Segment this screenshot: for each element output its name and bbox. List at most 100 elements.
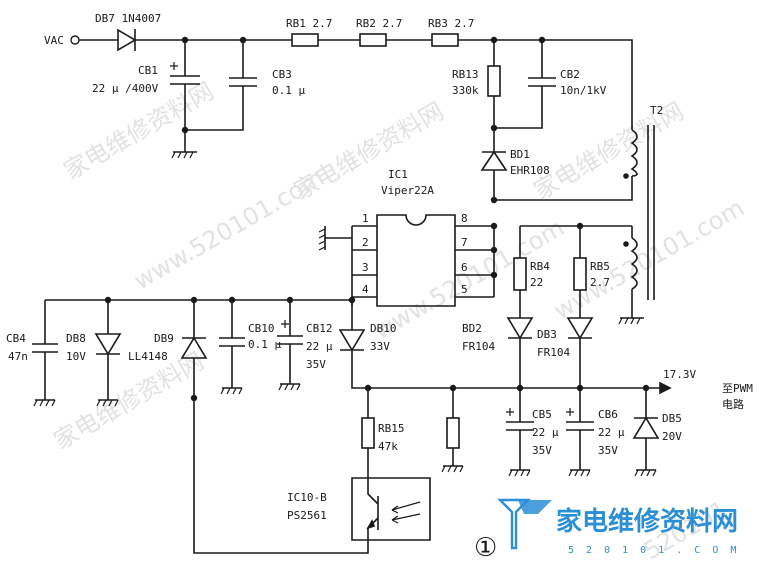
diode-bd2	[506, 317, 534, 388]
rb1-label: RB1 2.7	[286, 17, 332, 30]
ground-symbol	[171, 130, 197, 159]
pwm-label-line1: 至PWM	[722, 382, 753, 395]
cb4-value: 47n	[8, 350, 28, 363]
resistor-rb5	[573, 226, 587, 318]
capacitor-cb3	[185, 40, 257, 131]
capacitor-cb2	[494, 40, 556, 129]
db5-ref: DB5	[662, 412, 682, 425]
bd1-value: EHR108	[510, 164, 550, 177]
ic10-value: PS2561	[287, 509, 327, 522]
logo-text: 家电维修资料网	[556, 506, 738, 537]
voltage-label: 17.3V	[663, 368, 696, 381]
cb10-value: 0.1 μ	[248, 338, 281, 351]
rb13-value: 330k	[452, 84, 479, 97]
ic1-pin-3: 3	[362, 261, 369, 274]
bd2-ref: BD2	[462, 322, 482, 335]
rb15-ref: RB15	[378, 422, 405, 435]
resistor-rb4	[513, 226, 527, 318]
capacitor-cb1	[170, 40, 200, 130]
resistor-rb3	[431, 33, 459, 47]
bd2-value: FR104	[462, 340, 495, 353]
rb3-label: RB3 2.7	[428, 17, 474, 30]
ic1-model: Viper22A	[381, 184, 434, 197]
rb5-value: 2.7	[590, 276, 610, 289]
resistor-unlabeled	[441, 388, 464, 473]
vac-terminal	[70, 35, 80, 45]
cb2-value: 10n/1kV	[560, 84, 607, 97]
logo-url: 5 2 0 1 0 1 . C O M	[568, 545, 739, 556]
ic10-ref: IC10-B	[287, 491, 327, 504]
figure-number: ①	[474, 533, 497, 563]
watermark-text: 家电维修资料网	[529, 97, 688, 205]
top-rail: VAC DB7 1N4007 RB1 2.7 RB2 2.7 RB3 2.7	[44, 12, 633, 130]
ic1-ref: IC1	[388, 168, 408, 181]
rb13-ref: RB13	[452, 68, 479, 81]
cb5-ref: CB5	[532, 408, 552, 421]
cb5-value-1: 22 μ	[532, 426, 559, 439]
rb5-ref: RB5	[590, 260, 610, 273]
cb5-value-2: 35V	[532, 444, 552, 457]
resistor-rb15	[361, 388, 375, 478]
cb12-value-1: 22 μ	[306, 340, 333, 353]
watermark-layer: 家电维修资料网 www.520101.com 家电维修资料网 www.52010…	[49, 77, 749, 565]
capacitor-cb4	[32, 300, 58, 407]
cb1-value: 22 μ /400V	[92, 82, 159, 95]
capacitor-cb12	[277, 300, 303, 391]
rb4-value: 22	[530, 276, 543, 289]
rb4-ref: RB4	[530, 260, 550, 273]
watermark-text: 家电维修资料网	[49, 347, 208, 455]
db7-label: DB7 1N4007	[95, 12, 161, 25]
ic1-pin-4: 4	[362, 283, 369, 296]
cb3-ref: CB3	[272, 68, 292, 81]
cb2-ref: CB2	[560, 68, 580, 81]
ic1-pin-6: 6	[461, 261, 468, 274]
cb12-value-2: 35V	[306, 358, 326, 371]
diode-bd1	[480, 128, 508, 200]
resistor-rb13	[487, 40, 501, 128]
cb10-ref: CB10	[248, 322, 275, 335]
ic1-pin-7: 7	[461, 236, 468, 249]
diode-db9	[180, 300, 369, 554]
capacitor-cb6	[566, 388, 594, 477]
db9-ref: DB9	[154, 332, 174, 345]
cb6-value-1: 22 μ	[598, 426, 625, 439]
db9-value: LL4148	[128, 350, 168, 363]
cb12-ref: CB12	[306, 322, 333, 335]
ic1-pin-1: 1	[362, 212, 369, 225]
vac-label: VAC	[44, 34, 64, 47]
watermark-text: www.520101.com	[549, 194, 749, 326]
optocoupler-ic10b	[351, 477, 431, 541]
db3-ref: DB3	[537, 328, 557, 341]
db8-value: 10V	[66, 350, 86, 363]
ic1-viper22a	[351, 214, 495, 307]
transformer-t2	[623, 125, 655, 300]
rb2-label: RB2 2.7	[356, 17, 402, 30]
ground-symbol	[318, 226, 326, 251]
t2-label: T2	[650, 104, 663, 117]
db10-ref: DB10	[370, 322, 397, 335]
site-logo: 家电维修资料网 5 2 0 1 0 1 . C O M	[497, 498, 739, 556]
pwm-label-line2: 电路	[722, 398, 744, 411]
cb4-ref: CB4	[6, 332, 26, 345]
cb1-ref: CB1	[138, 64, 158, 77]
resistor-rb2	[359, 33, 387, 47]
db5-value: 20V	[662, 430, 682, 443]
db3-value: FR104	[537, 346, 570, 359]
resistor-rb1	[291, 33, 319, 47]
ground-symbol	[618, 317, 644, 325]
rb15-value: 47k	[378, 440, 398, 453]
diode-db7	[117, 28, 137, 52]
zener-db5	[632, 388, 660, 477]
capacitor-cb10	[219, 300, 245, 395]
cb6-ref: CB6	[598, 408, 618, 421]
diode-db3	[566, 317, 594, 388]
db10-value: 33V	[370, 340, 390, 353]
zener-db10	[338, 300, 580, 389]
ic1-pin-8: 8	[461, 212, 468, 225]
zener-db8	[94, 300, 122, 407]
ic1-pin-2: 2	[362, 236, 369, 249]
bd1-ref: BD1	[510, 148, 530, 161]
capacitor-cb5	[506, 388, 534, 477]
db8-ref: DB8	[66, 332, 86, 345]
